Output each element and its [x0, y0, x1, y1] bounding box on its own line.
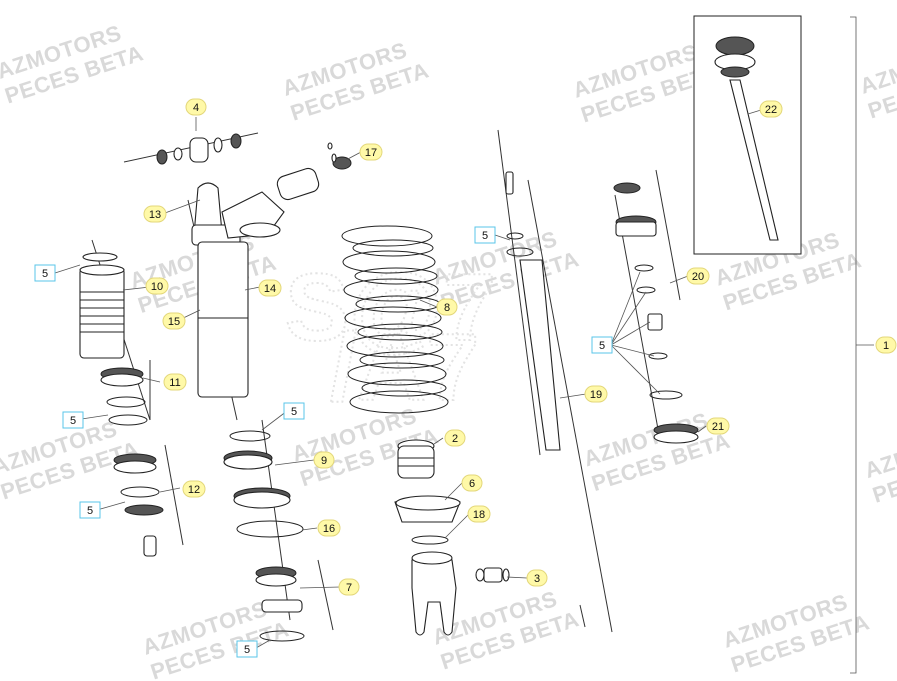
part-19-shaft [505, 171, 586, 628]
callout-label: 5 [87, 505, 93, 517]
callout-label: 5 [482, 230, 488, 242]
callout-22[interactable]: 22 [759, 100, 783, 118]
callout-label: 19 [590, 389, 602, 401]
callout-18[interactable]: 18 [467, 505, 491, 523]
callout-label: 4 [193, 102, 199, 114]
part-lower-clevis [411, 551, 457, 636]
callout-label: 14 [264, 283, 276, 295]
callout-label: 22 [765, 104, 777, 116]
callout-21[interactable]: 21 [706, 417, 730, 435]
callout-label: 16 [323, 523, 335, 535]
callout-label: 5 [42, 268, 48, 280]
callout-5f[interactable]: 5 [474, 226, 496, 244]
leader-lines [54, 109, 762, 649]
part-10-dust-boot [79, 252, 125, 359]
callout-label: 9 [321, 455, 327, 467]
part-7-spring-seat [255, 566, 305, 642]
callout-14[interactable]: 14 [258, 279, 282, 297]
callout-label: 5 [244, 644, 250, 656]
callout-label: 7 [346, 582, 352, 594]
callout-4[interactable]: 4 [185, 98, 207, 116]
callout-label: 17 [365, 147, 377, 159]
callout-label: 5 [291, 406, 297, 418]
callout-label: 3 [534, 573, 540, 585]
callout-8[interactable]: 8 [436, 298, 458, 316]
callout-16[interactable]: 16 [317, 519, 341, 537]
part-2-bump-rubber [397, 439, 435, 479]
callout-label: 11 [169, 377, 180, 389]
callout-7[interactable]: 7 [338, 578, 360, 596]
callout-5a[interactable]: 5 [34, 264, 56, 282]
callout-12[interactable]: 12 [182, 480, 206, 498]
callout-label: 21 [712, 421, 724, 433]
part-22-inset [693, 15, 802, 255]
callout-9[interactable]: 9 [313, 451, 335, 469]
callout-label: 13 [149, 209, 161, 221]
callout-label: 8 [444, 302, 450, 314]
watermark-text: AZMOTORS [857, 35, 897, 99]
part-20-valve-stack [613, 182, 683, 400]
callout-label: 5 [599, 340, 605, 352]
callout-1[interactable]: 1 [875, 336, 897, 354]
callout-label: 10 [151, 281, 163, 293]
part-12-stack [113, 453, 164, 557]
part-6-cap [394, 495, 461, 523]
callout-5b[interactable]: 5 [62, 411, 84, 429]
callout-label: 6 [469, 478, 475, 490]
callout-label: 12 [188, 484, 200, 496]
part-14-shock-body [191, 182, 285, 398]
callout-13[interactable]: 13 [143, 205, 167, 223]
part-3-fitting [475, 567, 510, 583]
callout-5e[interactable]: 5 [236, 640, 258, 658]
callout-5d[interactable]: 5 [283, 402, 305, 420]
callout-label: 15 [168, 316, 180, 328]
callout-10[interactable]: 10 [145, 277, 169, 295]
part-16-ring [236, 520, 304, 538]
callout-label: 5 [70, 415, 76, 427]
callout-5c[interactable]: 5 [79, 501, 101, 519]
callout-19[interactable]: 19 [584, 385, 608, 403]
callout-20[interactable]: 20 [686, 267, 710, 285]
callout-label: 2 [452, 433, 458, 445]
callout-17[interactable]: 17 [359, 143, 383, 161]
part-18-washer [411, 535, 449, 545]
part-9-adjuster-rings [223, 430, 291, 509]
callout-5g[interactable]: 5 [591, 336, 613, 354]
part-17-reservoir-valve [276, 142, 352, 201]
callout-15[interactable]: 15 [162, 312, 186, 330]
callout-2[interactable]: 2 [444, 429, 466, 447]
callouts: 1 2 3 4 5 5 5 5 5 5 5 6 7 8 9 10 11 12 1… [34, 98, 897, 658]
part-11-bump-stop [100, 367, 148, 426]
part-21-piston [653, 423, 699, 444]
callout-label: 1 [883, 340, 889, 352]
callout-label: 20 [692, 271, 704, 283]
callout-label: 18 [473, 509, 485, 521]
part-4-top-hardware [156, 133, 242, 165]
callout-3[interactable]: 3 [526, 569, 548, 587]
callout-11[interactable]: 11 [163, 373, 187, 391]
assembly-bracket [850, 16, 874, 674]
callout-6[interactable]: 6 [461, 474, 483, 492]
watermark-text: AZMOTORS [861, 419, 897, 483]
